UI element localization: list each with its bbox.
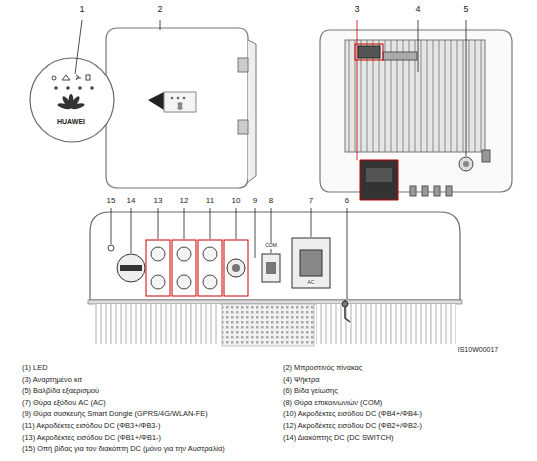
- legend-item: (5) Βαλβίδα εξαερισμού: [22, 387, 99, 395]
- legend-item: (13) Ακροδέκτες εισόδου DC (ΦΒ1+/ΦΒ1-): [22, 434, 161, 442]
- figure-id: IS10W00017: [458, 346, 498, 354]
- legend-item: (6) Βίδα γείωσης: [283, 387, 338, 395]
- callout-number: 3: [354, 5, 359, 15]
- callout-number: 15: [107, 197, 116, 206]
- rear-view: [320, 20, 512, 200]
- legend-item: (4) Ψήκτρα: [283, 376, 319, 384]
- legend-item: (9) Θύρα συσκευής Smart Dongle (GPRS/4G/…: [22, 410, 208, 418]
- legend-item: (12) Ακροδέκτες εισόδου DC (ΦΒ2+/ΦΒ2-): [283, 422, 422, 430]
- callout-number: 4: [415, 5, 420, 15]
- callout-number: 2: [157, 5, 162, 15]
- callout-number: 8: [269, 197, 273, 206]
- callout-number: 5: [463, 5, 468, 15]
- callout-number: 14: [127, 197, 136, 206]
- callout-number: 10: [232, 197, 241, 206]
- legend-item: (3) Αναρτημένο κιτ: [22, 376, 82, 384]
- legend-item: (1) LED: [22, 364, 47, 372]
- legend-item: (7) Θύρα εξόδου AC (AC): [22, 399, 106, 407]
- legend-item: (10) Ακροδέκτες εισόδου DC (ΦΒ4+/ΦΒ4-): [283, 410, 422, 418]
- callout-number: 7: [309, 197, 313, 206]
- legend-item: (15) Οπή βίδας για τον διακόπτη DC (μόνο…: [22, 445, 225, 453]
- port-label: AC: [308, 280, 315, 286]
- brand-logo-text: HUAWEI: [57, 118, 85, 126]
- legend-item: (2) Μπροστινός πίνακας: [283, 364, 362, 372]
- front-view: [30, 20, 256, 188]
- port-label: COM: [265, 243, 277, 249]
- legend-item: (14) Διακόπτης DC (DC SWITCH): [283, 434, 394, 442]
- callout-number: 9: [253, 197, 257, 206]
- callout-number: 13: [154, 197, 163, 206]
- legend-item: (11) Ακροδέκτες εισόδου DC (ΦΒ3+/ΦΒ3-): [22, 422, 160, 430]
- legend-item: (8) Θύρα επικοινωνιών (COM): [283, 399, 382, 407]
- callout-number: 6: [345, 197, 349, 206]
- callout-number: 12: [180, 197, 189, 206]
- callout-number: 1: [79, 5, 84, 15]
- callout-number: 11: [206, 197, 214, 206]
- bottom-view: [88, 208, 462, 346]
